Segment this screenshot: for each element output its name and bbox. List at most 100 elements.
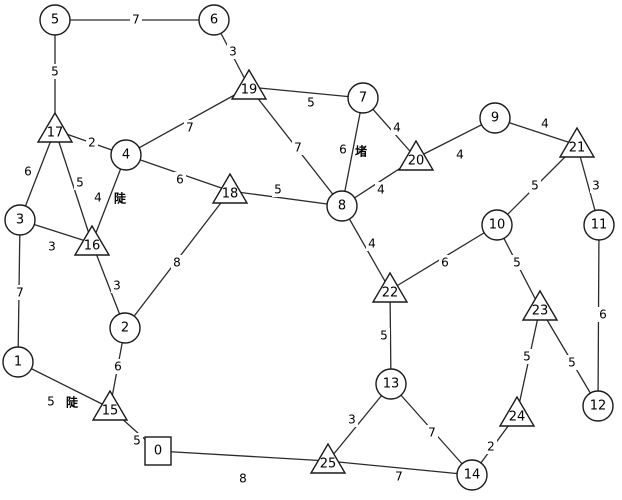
edge-weight-bg xyxy=(171,255,183,270)
node-11: 11 xyxy=(583,209,615,241)
node-15: 15 xyxy=(91,389,129,421)
edge-weight-bg xyxy=(346,412,358,427)
node-label-4: 4 xyxy=(122,148,130,163)
edge-weight-bg xyxy=(426,425,438,440)
node-label-21: 21 xyxy=(569,141,586,156)
edge-weight-0-25: 8 xyxy=(239,472,247,486)
node-17: 17 xyxy=(36,111,74,143)
edge-weight-23-24: 5 xyxy=(523,350,531,364)
edge-weight-bg xyxy=(378,328,390,343)
edge-weight-bg xyxy=(112,359,124,374)
node-triangle-shape xyxy=(371,271,409,303)
edge-weight-bg xyxy=(130,12,142,27)
edge-weight-15-0: 5 xyxy=(133,434,141,448)
node-triangle-shape xyxy=(498,395,536,427)
node-label-3: 3 xyxy=(16,213,24,228)
node-circle-shape xyxy=(4,204,36,236)
node-1: 1 xyxy=(2,346,34,378)
edge-weight-6-19: 3 xyxy=(229,45,237,59)
node-circle-shape xyxy=(326,190,358,222)
edge-weight-bg xyxy=(393,469,405,484)
node-label-10: 10 xyxy=(489,218,506,233)
node-label-1: 1 xyxy=(14,355,22,370)
node-label-5: 5 xyxy=(51,13,59,28)
edge-0-25 xyxy=(157,450,329,462)
node-6: 6 xyxy=(198,4,230,36)
edge-weight-21-11: 3 xyxy=(592,179,600,193)
edge-weight-bg xyxy=(305,95,317,110)
edge-weight-10-23: 5 xyxy=(513,256,521,270)
edge-weight-23-12: 5 xyxy=(568,356,576,370)
edge-weight-19-7: 5 xyxy=(307,96,315,110)
node-label-7: 7 xyxy=(359,91,367,106)
edge-weight-18-8: 5 xyxy=(274,183,282,197)
node-triangle-shape xyxy=(230,68,268,100)
node-triangle-shape xyxy=(397,139,435,171)
edge-18-8 xyxy=(229,190,343,207)
edge-weight-bg xyxy=(292,140,304,155)
node-10: 10 xyxy=(481,209,513,241)
edge-weight-3-1: 7 xyxy=(16,286,24,300)
node-3: 3 xyxy=(4,204,36,236)
edge-4-16 xyxy=(91,154,127,244)
node-label-17: 17 xyxy=(47,126,64,141)
edge-7-8 xyxy=(341,97,364,207)
edge-weight-bg xyxy=(174,172,186,187)
node-circle-shape xyxy=(110,139,142,171)
node-label-22: 22 xyxy=(382,286,399,301)
node-19: 19 xyxy=(230,68,268,100)
edge-weight-2-15: 6 xyxy=(114,360,122,374)
node-label-6: 6 xyxy=(210,13,218,28)
node-label-24: 24 xyxy=(509,410,526,425)
node-circle-shape xyxy=(375,368,407,400)
edge-weight-4-18: 6 xyxy=(176,173,184,187)
node-5: 5 xyxy=(39,4,71,36)
annotation-ann-4-16: 陡 xyxy=(114,191,127,206)
node-23: 23 xyxy=(521,289,559,321)
edge-1-15 xyxy=(17,361,111,409)
node-label-9: 9 xyxy=(491,111,499,126)
edge-weight-bg xyxy=(92,190,104,205)
node-13: 13 xyxy=(375,368,407,400)
edge-weight-5-6: 7 xyxy=(132,13,140,27)
node-circle-shape xyxy=(582,390,614,422)
node-16: 16 xyxy=(73,224,111,256)
edge-weight-17-4: 2 xyxy=(88,136,96,150)
node-9: 9 xyxy=(479,102,511,134)
node-24: 24 xyxy=(498,395,536,427)
edge-weight-18-2: 8 xyxy=(173,256,181,270)
node-label-14: 14 xyxy=(464,468,481,483)
node-label-15: 15 xyxy=(102,404,119,419)
edge-weight-9-21: 4 xyxy=(541,117,549,131)
annotation-ann-1-15: 陡 xyxy=(66,395,79,410)
edge-17-3 xyxy=(19,129,56,221)
node-circle-shape xyxy=(198,4,230,36)
node-square-shape xyxy=(144,436,172,466)
edge-weight-bg xyxy=(539,116,551,131)
edge-weight-bg xyxy=(184,120,196,135)
edge-17-16 xyxy=(54,129,93,244)
edge-weight-8-20: 4 xyxy=(377,183,385,197)
edge-weight-bg xyxy=(14,285,26,300)
node-circle-shape xyxy=(347,82,379,114)
edge-weight-17-16: 5 xyxy=(76,176,84,190)
node-triangle-shape xyxy=(211,172,249,204)
edge-weight-25-13: 3 xyxy=(348,413,356,427)
edge-weight-bg xyxy=(131,433,143,448)
node-20: 20 xyxy=(397,139,435,171)
edge-25-14 xyxy=(327,460,473,476)
node-triangle-shape xyxy=(36,111,74,143)
edge-weight-bg xyxy=(111,278,123,293)
edge-weight-bg xyxy=(590,178,602,193)
edge-weight-bg xyxy=(566,355,578,370)
node-triangle-shape xyxy=(309,442,347,474)
edge-weight-bg xyxy=(521,349,533,364)
edge-weight-5-17: 5 xyxy=(51,65,59,79)
node-label-2: 2 xyxy=(121,321,129,336)
node-circle-shape xyxy=(109,312,141,344)
edge-weight-7-8: 6 xyxy=(339,143,347,157)
node-25: 25 xyxy=(309,442,347,474)
